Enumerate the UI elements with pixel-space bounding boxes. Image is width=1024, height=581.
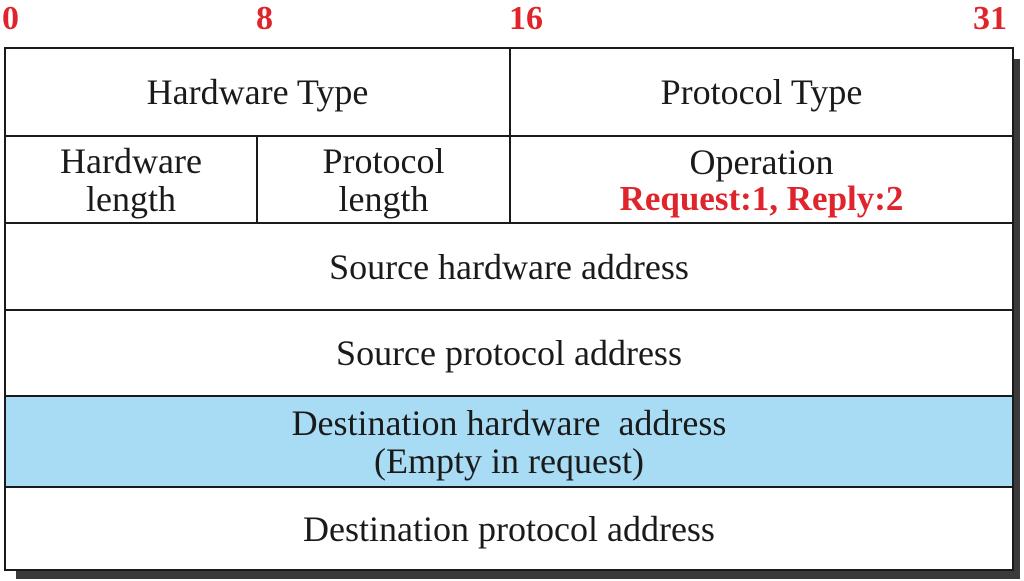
hardware-length-label-line1: Hardware: [60, 140, 202, 181]
destination-protocol-address-field: Destination protocol address: [6, 488, 1012, 569]
hardware-type-field: Hardware Type: [6, 49, 511, 137]
operation-field: Operation Request:1, Reply:2: [511, 137, 1012, 224]
operation-values: Request:1, Reply:2: [619, 178, 904, 218]
destination-hardware-address-label: Destination hardware address: [291, 402, 727, 443]
hardware-length-label-line2: length: [86, 178, 176, 219]
destination-hardware-address-field: Destination hardware address (Empty in r…: [6, 397, 1012, 488]
destination-hardware-address-note: (Empty in request): [374, 440, 644, 481]
source-hardware-address-label: Source hardware address: [329, 246, 689, 287]
operation-label: Operation: [689, 141, 834, 182]
hardware-type-label: Hardware Type: [146, 72, 369, 112]
source-protocol-address-label: Source protocol address: [336, 333, 682, 373]
protocol-type-field: Protocol Type: [511, 49, 1012, 137]
bit-position-31: 31: [973, 0, 1007, 37]
protocol-type-label: Protocol Type: [660, 72, 863, 112]
bit-position-16: 16: [509, 0, 543, 37]
bit-position-8: 8: [256, 0, 273, 37]
protocol-length-label-line2: length: [338, 178, 429, 219]
source-protocol-address-field: Source protocol address: [6, 311, 1012, 397]
protocol-length-label-line1: Protocol: [322, 140, 445, 181]
bit-position-0: 0: [2, 0, 19, 37]
hardware-length-field: Hardware length: [6, 137, 258, 224]
protocol-length-field: Protocol length: [258, 137, 511, 224]
destination-protocol-address-label: Destination protocol address: [303, 508, 715, 549]
source-hardware-address-field: Source hardware address: [6, 224, 1012, 311]
packet-frame: Hardware Type Protocol Type Hardware len…: [4, 47, 1014, 571]
